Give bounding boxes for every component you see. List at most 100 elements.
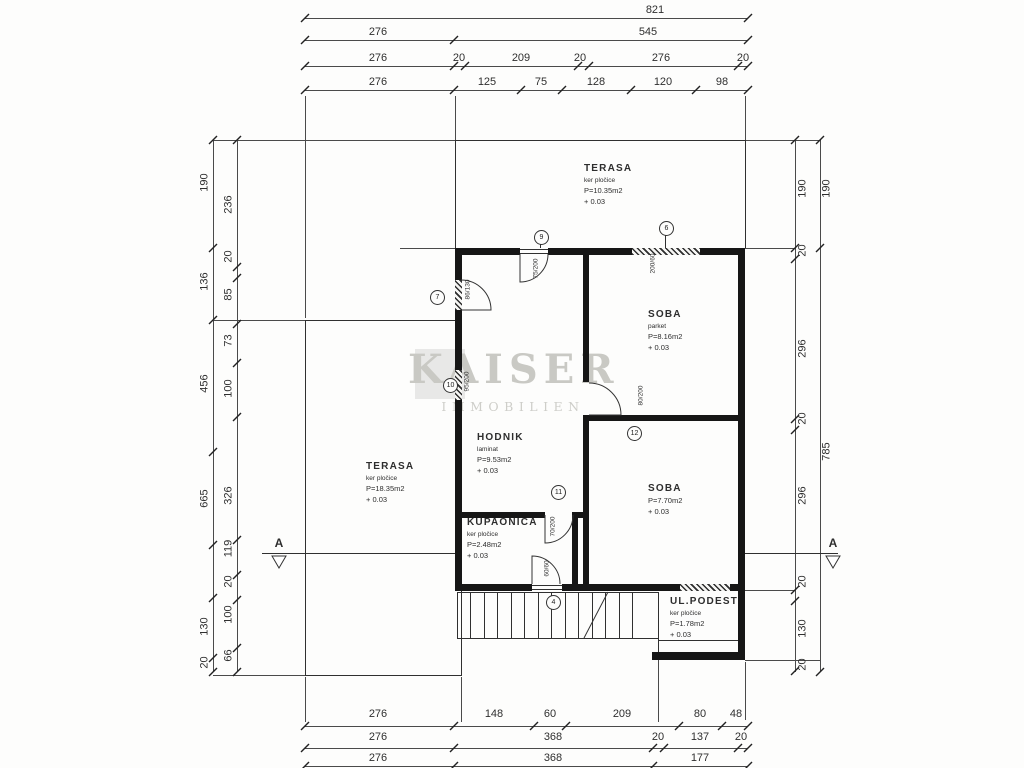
dim-label: 80 bbox=[693, 708, 707, 720]
dim-label: 20 bbox=[452, 52, 466, 64]
wall bbox=[589, 415, 738, 421]
stair-tread bbox=[470, 592, 471, 638]
dim-label: 20 bbox=[796, 575, 809, 588]
leader-line bbox=[540, 242, 541, 248]
terrace-outline bbox=[305, 675, 462, 676]
dim-label: 98 bbox=[715, 76, 729, 88]
door-sill bbox=[520, 253, 548, 254]
room-ul-podest: UL.PODEST ker pločice P=1.78m2 + 0.03 bbox=[670, 596, 738, 639]
wall bbox=[652, 652, 745, 660]
dim-label: 20 bbox=[573, 52, 587, 64]
dim-label: 128 bbox=[586, 76, 606, 88]
dim-label: 136 bbox=[198, 272, 211, 291]
door-sill bbox=[520, 249, 548, 250]
dim-label: 236 bbox=[222, 195, 235, 214]
wall bbox=[738, 255, 745, 660]
extension-line bbox=[658, 655, 659, 722]
room-finish: parket bbox=[648, 323, 667, 330]
section-label-right: A bbox=[828, 536, 838, 550]
stair-tread bbox=[605, 592, 606, 638]
dim-line bbox=[795, 140, 796, 672]
room-terasa-top: TERASA ker pločice P=10.35m2 + 0.03 bbox=[584, 163, 632, 206]
window-hatch bbox=[455, 370, 462, 400]
wall bbox=[455, 255, 462, 280]
dim-ticks bbox=[208, 13, 825, 768]
room-terasa-left: TERASA ker pločice P=18.35m2 + 0.03 bbox=[366, 461, 414, 504]
room-area: P=10.35m2 bbox=[584, 186, 623, 195]
stair-tread bbox=[565, 592, 566, 638]
dim-line bbox=[213, 140, 214, 672]
stair-tread bbox=[497, 592, 498, 638]
dim-label: 130 bbox=[198, 617, 211, 636]
dim-label: 190 bbox=[796, 179, 809, 198]
dim-label: 120 bbox=[653, 76, 673, 88]
extension-line bbox=[745, 662, 746, 720]
dim-label: 276 bbox=[368, 26, 388, 38]
dim-label: 130 bbox=[796, 619, 809, 638]
wall bbox=[455, 310, 462, 370]
opening-number: 9 bbox=[534, 230, 549, 245]
room-hodnik: HODNIK laminat P=9.53m2 + 0.03 bbox=[477, 432, 524, 475]
room-level: + 0.03 bbox=[670, 630, 692, 639]
extension-line bbox=[745, 590, 795, 591]
stairs-outline bbox=[457, 592, 458, 638]
opening-number: 10 bbox=[443, 378, 458, 393]
wall bbox=[583, 415, 589, 584]
dim-label: 276 bbox=[368, 52, 388, 64]
section-label-left: A bbox=[274, 536, 284, 550]
watermark-line2: IMMOBILIEN bbox=[441, 399, 585, 414]
door-arc-7 bbox=[460, 279, 492, 311]
stairs-outline bbox=[457, 638, 658, 639]
dim-line bbox=[820, 140, 821, 672]
dim-label: 190 bbox=[198, 173, 211, 192]
room-level: + 0.03 bbox=[648, 343, 670, 352]
dim-label: 20 bbox=[651, 731, 665, 743]
dim-line bbox=[305, 66, 748, 67]
room-level: + 0.03 bbox=[648, 507, 670, 516]
door-sill bbox=[532, 589, 562, 590]
window-hatch bbox=[632, 248, 700, 255]
dim-label: 276 bbox=[651, 52, 671, 64]
door-swings bbox=[460, 253, 622, 585]
watermark: KAISER IMMOBILIEN bbox=[408, 346, 618, 414]
dim-label: 137 bbox=[690, 731, 710, 743]
room-name: SOBA bbox=[648, 483, 682, 494]
opening-size-tag: 80/200 bbox=[637, 385, 645, 406]
room-level: + 0.03 bbox=[467, 551, 489, 560]
door-arc-9 bbox=[519, 253, 549, 283]
dim-label: 296 bbox=[796, 486, 809, 505]
room-area: P=1.78m2 bbox=[670, 619, 705, 628]
stair-tread bbox=[511, 592, 512, 638]
dim-label: 48 bbox=[729, 708, 743, 720]
extension-line bbox=[400, 248, 455, 249]
wall bbox=[730, 584, 745, 591]
room-name: TERASA bbox=[366, 461, 415, 472]
room-name: SOBA bbox=[648, 309, 682, 320]
room-level: + 0.03 bbox=[584, 197, 606, 206]
room-finish: ker pločice bbox=[467, 531, 499, 538]
extension-line bbox=[455, 96, 456, 140]
room-area: P=2.48m2 bbox=[467, 540, 502, 549]
stair-tread bbox=[592, 592, 593, 638]
dim-label: 20 bbox=[796, 244, 809, 257]
section-line bbox=[262, 553, 455, 554]
opening-size-tag: 75/200 bbox=[532, 258, 540, 279]
room-name: KUPAONICA bbox=[467, 517, 538, 528]
dim-label: 20 bbox=[734, 731, 748, 743]
terrace-outline bbox=[455, 140, 456, 248]
extension-line bbox=[213, 320, 305, 321]
podest-step-line bbox=[658, 640, 739, 641]
dim-label: 785 bbox=[820, 442, 833, 461]
section-line bbox=[745, 553, 838, 554]
terrace-outline bbox=[745, 140, 746, 248]
dim-label: 100 bbox=[222, 605, 235, 624]
terrace-outline bbox=[305, 320, 306, 675]
stair-tread bbox=[619, 592, 620, 638]
opening-size-tag: 200/60 bbox=[649, 253, 657, 274]
stair-tread bbox=[484, 592, 485, 638]
room-level: + 0.03 bbox=[366, 495, 388, 504]
opening-size-tag: 86/130 bbox=[464, 279, 472, 300]
section-arrows bbox=[271, 555, 841, 569]
dim-label: 20 bbox=[198, 656, 211, 669]
dim-label: 73 bbox=[222, 334, 235, 347]
